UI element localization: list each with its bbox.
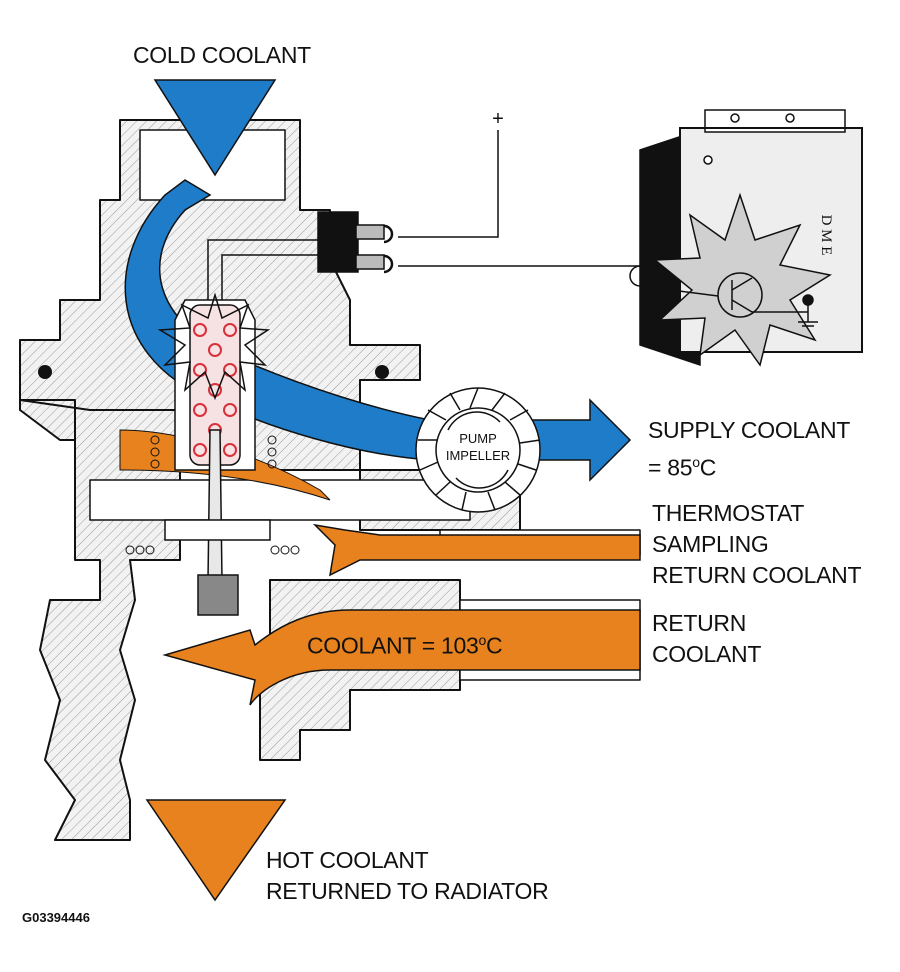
supply-temp-label: = 85oC: [648, 454, 717, 481]
ground-icon: [798, 312, 818, 327]
transistor-icon: [629, 265, 814, 318]
seal-rings: [38, 365, 389, 379]
hot-outlet-arrow: [145, 799, 287, 902]
dme-label: D M E: [818, 215, 834, 256]
thermostat-label-line3: RETURN COOLANT: [652, 562, 862, 588]
cold-inlet-arrow: [153, 79, 277, 177]
hot-coolant-label-line2: RETURNED TO RADIATOR: [266, 878, 549, 904]
thermostat-label-line1: THERMOSTAT: [652, 500, 805, 526]
connector-icon: [317, 211, 394, 274]
heater-wires: [207, 239, 320, 300]
circuit-wires: [398, 130, 640, 267]
return-label-line1: RETURN: [652, 610, 747, 636]
cold-coolant-label: COLD COOLANT: [133, 42, 311, 68]
positive-terminal-label: +: [492, 108, 504, 130]
thermostat-label-line2: SAMPLING: [652, 531, 769, 557]
pump-impeller-icon: [415, 387, 541, 513]
pump-label-line1: PUMP: [459, 431, 497, 446]
figure-code: G03394446: [22, 910, 90, 925]
supply-coolant-label: SUPPLY COOLANT: [648, 417, 851, 443]
coolant-temp-label: COOLANT = 103oC: [307, 632, 503, 659]
heating-spark-icon: [157, 292, 271, 401]
dme-spark-burst: [652, 192, 832, 367]
return-flow-lower: [162, 609, 641, 706]
thermostat-element: [164, 299, 271, 616]
return-label-line2: COOLANT: [652, 641, 762, 667]
hot-coolant-label-line1: HOT COOLANT: [266, 847, 429, 873]
return-flow-upper: [312, 523, 641, 577]
pump-label-line2: IMPELLER: [446, 448, 510, 463]
valve-spring: [125, 435, 300, 555]
